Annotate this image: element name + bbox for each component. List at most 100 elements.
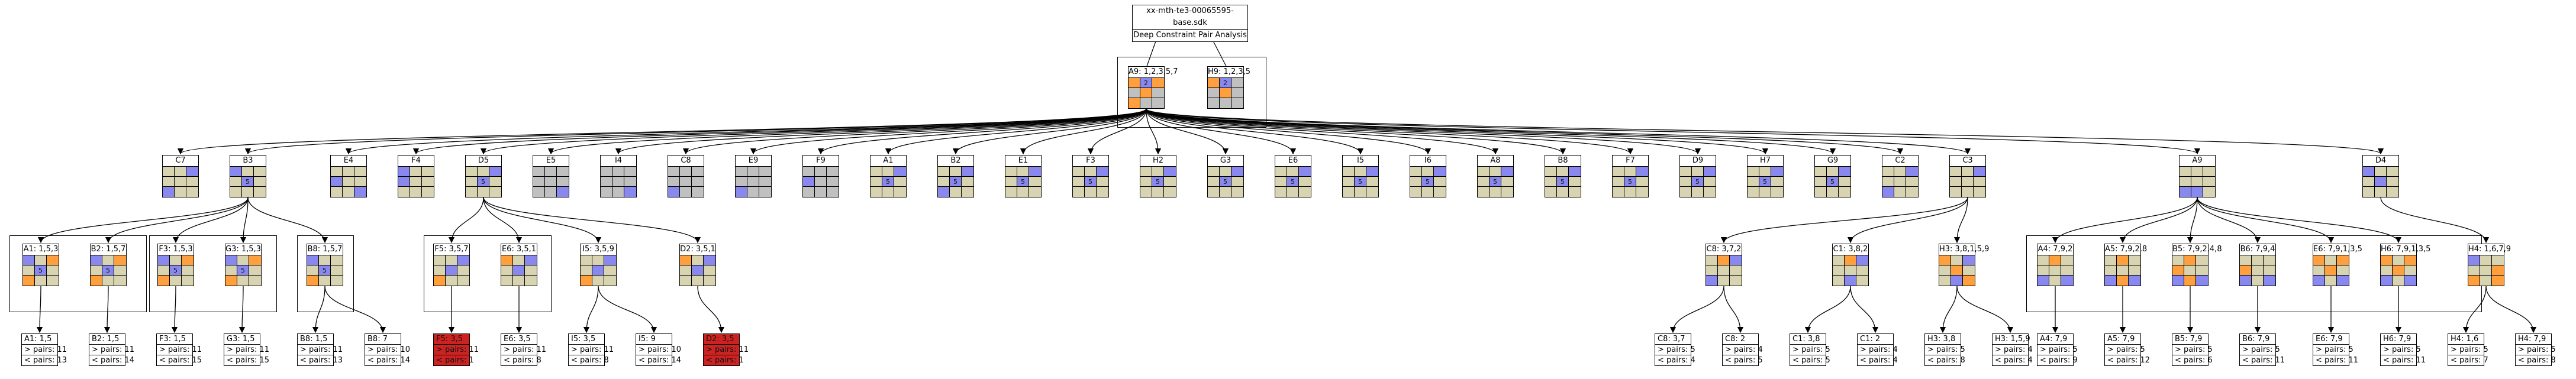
grid-cell [1569, 167, 1581, 177]
node-label: D5 [478, 156, 489, 165]
grid-cell [1692, 187, 1704, 197]
grid-cell [422, 187, 434, 197]
leaf-label: H4: 7,9 [2516, 334, 2551, 345]
grid-cell: 5 [35, 265, 47, 276]
leaf-pairs-out: > pairs: 5 [2240, 345, 2280, 355]
leaf-label: B6: 7,9 [2240, 334, 2275, 345]
grid-cell: 5 [1624, 177, 1636, 187]
grid-cell [91, 265, 102, 276]
grid-cell [668, 177, 680, 187]
grid-cell [1950, 187, 1962, 197]
grid-cell: 5 [478, 177, 489, 187]
grid-cell [2381, 255, 2393, 265]
grid-cell [1882, 177, 1894, 187]
node-label: H4: 1,6,7,9 [2468, 245, 2511, 254]
grid-cell [1856, 276, 1868, 286]
node-c2: C2 [1882, 155, 1919, 197]
candidate-grid: 5 [307, 255, 343, 286]
grid-cell [1501, 187, 1513, 197]
grid-cell [1951, 276, 1963, 286]
grid-cell [237, 276, 249, 286]
grid-cell [1434, 187, 1446, 197]
grid-cell [2313, 265, 2325, 276]
grid-cell [938, 167, 950, 177]
edge-arrow [952, 108, 1147, 155]
grid-cell [1129, 98, 1140, 108]
edge-arrow [413, 108, 1147, 155]
grid-cell [2180, 167, 2191, 177]
leaf-label: C1: 3,8 [1790, 334, 1826, 345]
node-label: H9: 1,2,3,5 [1208, 67, 1251, 76]
grid-cell [882, 187, 894, 197]
leaf-pairs-in: < pairs: 8 [504, 356, 541, 365]
grid-cell [47, 276, 59, 286]
grid-cell [2325, 276, 2337, 286]
node-i5x: I5: 3,5,9 [580, 244, 617, 286]
grid-cell [457, 265, 469, 276]
grid-cell [2325, 255, 2337, 265]
leaf-l16: H3: 3,8> pairs: 5< pairs: 8 [1924, 333, 1965, 366]
grid-cell [1963, 276, 1975, 286]
leaf-pairs-out: > pairs: 5 [1925, 345, 1965, 355]
grid-cell [319, 255, 331, 265]
grid-cell [2184, 265, 2196, 276]
grid-cell [1152, 78, 1164, 88]
grid-cell [668, 187, 680, 197]
grid-cell [2404, 265, 2416, 276]
node-label: C8 [681, 156, 691, 165]
grid-cell [2375, 167, 2387, 177]
node-label: C8: 3,7,2 [1706, 245, 1742, 254]
grid-cell [692, 177, 704, 187]
grid-cell [680, 187, 692, 197]
node-label: B8 [1558, 156, 1568, 165]
grid-cell [114, 255, 126, 265]
grid-cell [422, 167, 434, 177]
leaf-pairs-out: > pairs: 5 [2381, 345, 2421, 355]
grid-cell [1152, 167, 1164, 177]
grid-cell [2468, 255, 2480, 265]
grid-cell [1366, 187, 1378, 197]
grid-cell: 5 [1557, 177, 1569, 187]
leaf-pairs-out: > pairs: 11 [569, 345, 614, 355]
node-c8x: C8: 3,7,2 [1705, 244, 1742, 286]
edge-arrow [1956, 286, 2014, 333]
node-label: G3 [1220, 156, 1231, 165]
grid-cell [1939, 276, 1951, 286]
leaf-pairs-in: < pairs: 6 [2175, 356, 2213, 365]
leaf-pairs-in: < pairs: 4 [1658, 356, 1695, 365]
edge-arrow [481, 108, 1147, 155]
grid-cell [307, 255, 319, 265]
grid-cell [163, 167, 175, 177]
leaf-pairs-out: > pairs: 5 [2313, 345, 2353, 355]
candidate-grid [680, 255, 715, 286]
grid-cell [557, 167, 569, 177]
candidate-grid: 5 [230, 166, 266, 197]
node-label: A8 [1490, 156, 1501, 165]
grid-cell [1730, 276, 1742, 286]
grid-cell [1220, 187, 1231, 197]
node-label: E1 [1018, 156, 1029, 165]
grid-cell [612, 167, 624, 177]
grid-cell [894, 167, 906, 177]
grid-cell [1129, 88, 1140, 98]
grid-cell [2203, 167, 2215, 177]
grid-cell [2313, 255, 2325, 265]
node-b8: B8 5 [1545, 155, 1581, 197]
grid-cell [1692, 167, 1704, 177]
grid-cell [1355, 167, 1366, 177]
leaf-label: E6: 7,9 [2313, 334, 2349, 345]
grid-cell [1152, 98, 1164, 108]
grid-cell [1140, 187, 1152, 197]
leaf-label: C8: 3,7 [1655, 334, 1691, 345]
grid-cell [331, 265, 343, 276]
leaf-pairs-in: < pairs: 8 [571, 356, 609, 365]
grid-cell [398, 177, 410, 187]
grid-cell [2196, 276, 2208, 286]
grid-cell [1963, 255, 1975, 265]
grid-cell [2240, 276, 2252, 286]
candidate-grid: 5 [1005, 166, 1041, 197]
